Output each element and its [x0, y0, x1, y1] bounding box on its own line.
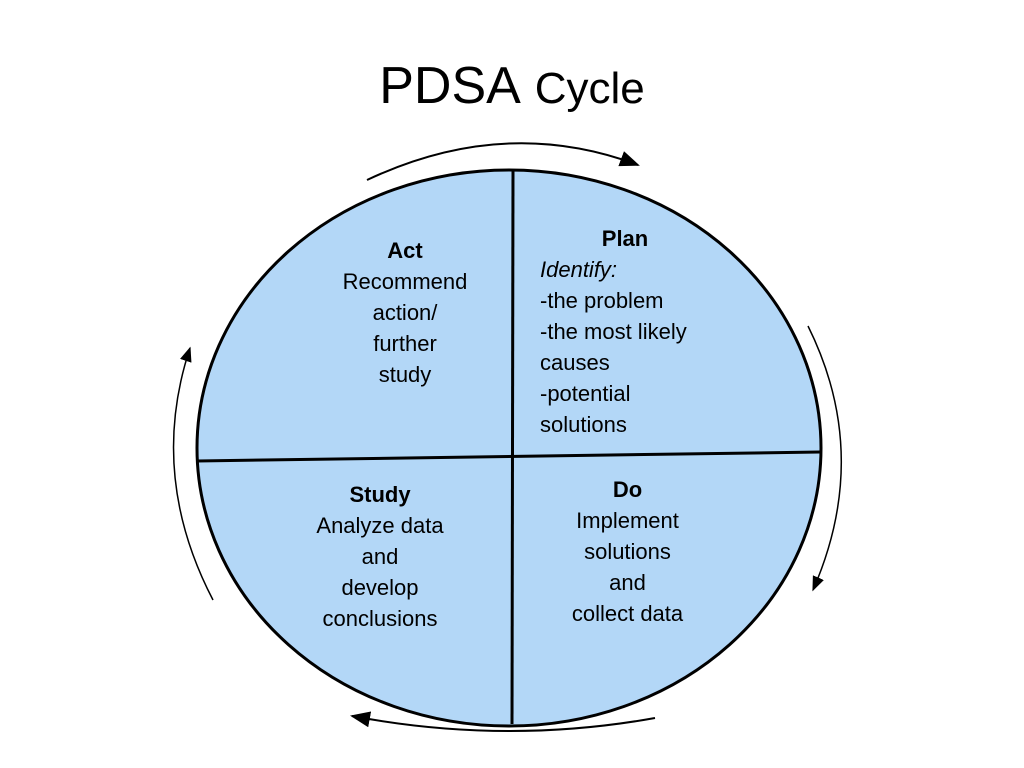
- clockwise-bottom-arrow: [350, 711, 656, 732]
- title-part1: PDSA: [379, 57, 521, 115]
- clockwise-top-arrow: [366, 142, 640, 181]
- study-line: and: [361, 544, 399, 569]
- do-line: and: [609, 570, 646, 595]
- plan-intro: Identify:: [540, 257, 618, 282]
- plan-quadrant: Plan Identify: -the problem -the most li…: [540, 223, 740, 440]
- act-heading: Act: [387, 238, 423, 263]
- study-heading: Study: [349, 482, 411, 507]
- act-line: study: [378, 362, 432, 387]
- act-line: further: [373, 331, 437, 356]
- study-quadrant: Study Analyze data and develop conclusio…: [290, 479, 470, 634]
- plan-heading: Plan: [601, 226, 649, 251]
- act-quadrant: Act Recommend action/ further study: [320, 235, 490, 390]
- plan-line: -the problem: [540, 288, 664, 313]
- do-quadrant: Do Implement solutions and collect data: [545, 474, 710, 629]
- act-line: action/: [372, 300, 438, 325]
- act-line: Recommend: [342, 269, 468, 294]
- plan-line: solutions: [540, 412, 627, 437]
- vertical-divider: [510, 170, 515, 725]
- do-line: collect data: [571, 601, 684, 626]
- plan-line: -the most likely: [540, 319, 687, 344]
- do-line: Implement: [576, 508, 679, 533]
- cycle-circle: [195, 168, 823, 728]
- page-title: PDSA Cycle: [0, 57, 1024, 115]
- clockwise-right-arrow: [807, 325, 843, 592]
- clockwise-left-arrow: [172, 346, 214, 601]
- do-line: solutions: [584, 539, 671, 564]
- do-heading: Do: [612, 477, 643, 502]
- title-part2: Cycle: [534, 64, 645, 113]
- study-line: develop: [341, 575, 419, 600]
- horizontal-divider: [196, 450, 821, 463]
- study-line: Analyze data: [316, 513, 444, 538]
- plan-line: causes: [540, 350, 610, 375]
- plan-line: -potential: [540, 381, 631, 406]
- study-line: conclusions: [322, 606, 438, 631]
